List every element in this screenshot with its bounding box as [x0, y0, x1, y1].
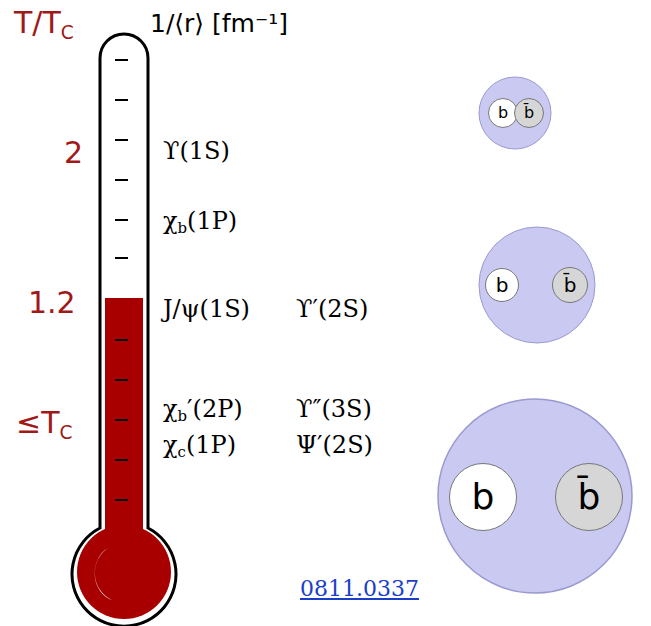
quark-label: b̄: [564, 275, 577, 295]
label-text: 0811.0337: [300, 576, 419, 601]
thermometer-outline: [72, 34, 176, 626]
bound-state-circle: [438, 399, 632, 593]
state-label: ≤TC: [16, 406, 72, 443]
state-label: ϒ″(3S): [296, 396, 372, 422]
quark-circle: b̄: [552, 267, 588, 303]
subscript: b: [178, 219, 188, 237]
label-text: (1P): [186, 431, 236, 459]
tick-marks: [115, 60, 128, 500]
state-label: ϒ(1S): [163, 138, 230, 164]
state-label: 2: [64, 136, 83, 169]
bulb-highlight: [95, 548, 112, 600]
label-text: 1.2: [28, 285, 76, 320]
state-label: Ψ′(2S): [296, 432, 373, 458]
label-text: ϒ″(3S): [296, 395, 372, 423]
subscript: C: [59, 422, 72, 443]
subscript: b: [178, 407, 188, 425]
label-text: χ: [163, 431, 178, 459]
bound-state-circle: [479, 227, 595, 343]
label-text: ≤T: [16, 405, 59, 440]
quark-label: b: [496, 275, 509, 295]
quark-label: b: [498, 105, 508, 121]
label-text: 1/⟨r⟩ [fm⁻¹]: [150, 9, 288, 38]
label-text: ϒ′(2S): [296, 295, 368, 323]
state-label: 1.2: [28, 286, 76, 319]
label-text: (1P): [187, 207, 237, 235]
quark-circle: b: [449, 463, 517, 531]
bound-state-circle: [479, 77, 551, 149]
label-text: Ψ′(2S): [296, 431, 373, 459]
quark-circle: b: [485, 268, 519, 302]
state-label: ϒ′(2S): [296, 296, 368, 322]
mercury-column: [105, 298, 143, 538]
state-label: 1/⟨r⟩ [fm⁻¹]: [150, 10, 288, 38]
quark-label: b̄: [578, 479, 601, 515]
subscript: C: [61, 22, 74, 43]
state-label: J/ψ(1S): [163, 296, 250, 322]
quark-label: b: [472, 479, 495, 515]
thermometer-bulb: [77, 525, 171, 619]
reference-link: 0811.0337: [300, 577, 419, 601]
label-text: J/ψ(1S): [163, 295, 250, 323]
state-label: χc(1P): [163, 432, 236, 461]
label-text: ′(2P): [187, 395, 243, 423]
quark-circle: b̄: [555, 463, 623, 531]
label-text: ϒ(1S): [163, 137, 230, 165]
state-label: T/TC: [14, 6, 74, 43]
label-text: T/T: [14, 5, 61, 40]
state-label: χb′(2P): [163, 396, 243, 425]
quark-circle: b̄: [514, 98, 544, 128]
label-text: χ: [163, 395, 178, 423]
label-text: χ: [163, 207, 178, 235]
subscript: c: [178, 443, 186, 461]
quark-label: b̄: [524, 105, 534, 121]
state-label: χb(1P): [163, 208, 237, 237]
label-text: 2: [64, 135, 83, 170]
